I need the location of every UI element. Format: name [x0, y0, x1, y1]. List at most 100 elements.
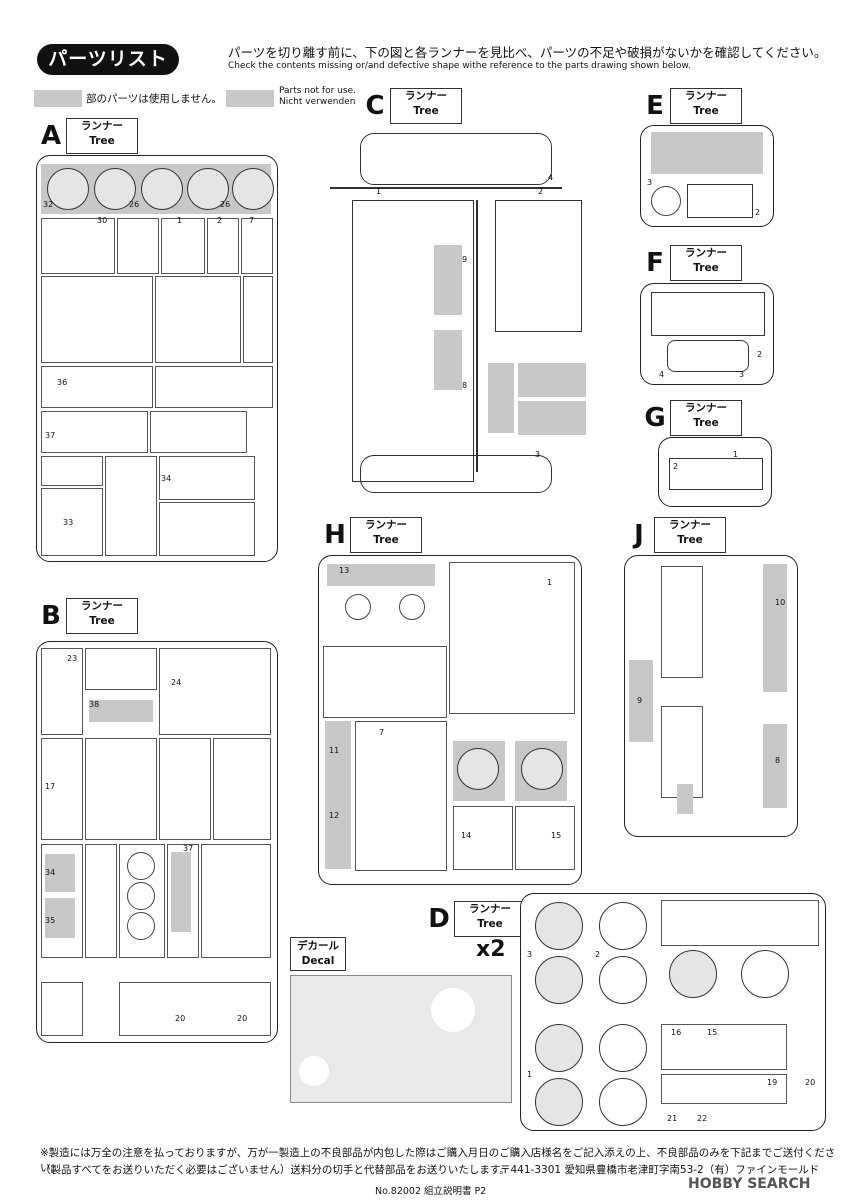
- part-cell: [515, 806, 575, 870]
- part-cell: [117, 218, 159, 274]
- part-cell: [41, 218, 115, 274]
- part-cell: [85, 648, 157, 690]
- legend-grey-swatch: [34, 90, 82, 107]
- wheel-part: [187, 168, 229, 210]
- runner-h: 13 1 11 12 7 14 15: [318, 555, 582, 885]
- wheel-part: [94, 168, 136, 210]
- part-cell: [661, 706, 703, 798]
- runner-c: 1 2 4 9 8 3: [330, 125, 590, 505]
- trailer-bed-part: [355, 721, 447, 871]
- part-cell: [661, 1074, 787, 1104]
- footer-note-2: （製品すべてをお送りいただく必要はございません）送料分の切手と代替部品をお送りい…: [40, 1164, 510, 1176]
- part-cell: [159, 738, 211, 840]
- part-cell: [161, 218, 205, 274]
- grey-part: [434, 330, 462, 390]
- part-cell: [41, 411, 148, 453]
- part-cell: [155, 366, 273, 408]
- grey-part: [763, 724, 787, 808]
- part-cell: [213, 738, 271, 840]
- part-cell: [41, 366, 153, 408]
- part-cell: [41, 276, 153, 363]
- instruction-jp: パーツを切り離す前に、下の図と各ランナーを見比べ、パーツの不足や破損がないかを確…: [228, 45, 827, 60]
- part-cell: [41, 648, 83, 735]
- page-reference: No.82002 組立説明書 P2: [375, 1186, 487, 1197]
- grey-part: [45, 898, 75, 938]
- star-roundel-decal: [431, 988, 475, 1032]
- grey-part: [677, 784, 693, 814]
- part-cell: [453, 806, 513, 870]
- part-cell: [159, 502, 255, 556]
- part-cell: [41, 982, 83, 1036]
- grey-part: [89, 700, 153, 722]
- wheel-part: [232, 168, 274, 210]
- runner-e: 3 2: [640, 125, 774, 227]
- grey-part: [325, 721, 351, 869]
- grey-part: [518, 363, 586, 397]
- part-cell: [119, 982, 271, 1036]
- wheel-part: [141, 168, 183, 210]
- legend-jp: 部のパーツは使用しません。: [86, 93, 222, 105]
- hobby-search-watermark: HOBBY SEARCH: [688, 1176, 811, 1192]
- part-cell: [661, 900, 819, 946]
- part-cell: [661, 1024, 787, 1070]
- runner-d: 3 2 1 16 15 19 22 21 20: [520, 893, 826, 1131]
- runner-g: 2 1: [658, 437, 772, 507]
- instruction-en: Check the contents missing or/and defect…: [228, 61, 691, 71]
- panel-part: [669, 458, 763, 490]
- part-cell: [243, 276, 273, 363]
- part-cell: [159, 456, 255, 500]
- part-cell: [85, 844, 117, 958]
- body-tub-part: [360, 133, 552, 185]
- part-cell: [41, 488, 103, 556]
- legend-grey-swatch-2: [226, 90, 274, 107]
- footer-address: 〒441-3301 愛知県豊橋市老津町字南53-2（有）ファインモールド: [500, 1164, 820, 1176]
- floor-part: [495, 200, 582, 332]
- trailer-frame-cell: [449, 562, 575, 714]
- part-cell: [150, 411, 247, 453]
- part-cell: [323, 646, 447, 718]
- part-cell: [41, 738, 83, 840]
- grey-part: [763, 564, 787, 692]
- chassis-frame-part: [352, 200, 474, 482]
- part-cell: [661, 566, 703, 678]
- grille-part: [687, 184, 753, 218]
- decal-sheet: [290, 975, 512, 1103]
- grey-part: [651, 132, 763, 174]
- runner-a: 32 26 26 30 1 2 7 36 37 33 34: [36, 155, 278, 562]
- wheel-part: [47, 168, 89, 210]
- star-roundel-decal: [299, 1056, 329, 1086]
- grey-part: [518, 401, 586, 435]
- part-cell: [201, 844, 271, 958]
- steering-wheel-part: [651, 186, 681, 216]
- grey-part: [434, 245, 462, 315]
- parts-list-title: パーツリスト: [37, 44, 179, 75]
- grey-part: [629, 660, 653, 742]
- grey-part: [45, 854, 75, 892]
- grey-part: [171, 852, 191, 932]
- runner-j: 10 9 8: [624, 555, 798, 837]
- runner-b: 23 24 38 17 34 35 37 20 20: [36, 641, 278, 1043]
- part-cell: [207, 218, 239, 274]
- runner-d-multiplier: x2: [476, 937, 506, 962]
- part-cell: [85, 738, 157, 840]
- legend-en: Parts not for use. Nicht verwenden: [279, 86, 356, 107]
- part-cell: [241, 218, 273, 274]
- body-panel-part: [651, 292, 765, 336]
- part-cell: [105, 456, 157, 556]
- grey-part: [488, 363, 514, 433]
- runner-f: 4 3 2: [640, 283, 774, 385]
- part-cell: [159, 648, 271, 735]
- part-cell: [155, 276, 241, 363]
- part-cell: [41, 456, 103, 486]
- grille-part: [667, 340, 749, 372]
